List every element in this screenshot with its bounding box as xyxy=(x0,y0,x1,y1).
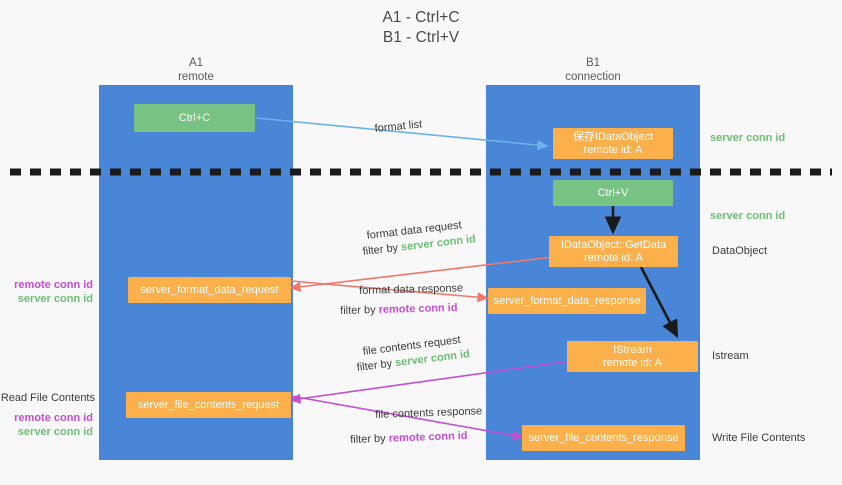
right-label-server-conn-id-mid-text: server conn id xyxy=(710,210,786,222)
diagram-title: A1 - Ctrl+C B1 - Ctrl+V xyxy=(0,8,842,48)
column-header-b1: B1 connection xyxy=(513,57,673,84)
edge-label-file-contents-response-filter: filter by remote conn id xyxy=(350,429,468,448)
column-header-a1-sub: remote xyxy=(178,70,214,83)
right-label-istream-text: Istream xyxy=(712,350,749,362)
node-ctrl-v-label: Ctrl+V xyxy=(597,186,629,199)
filter-key-remote-conn-id: remote conn id xyxy=(378,301,458,316)
node-server-format-data-request-label: server_format_data_request xyxy=(140,283,279,296)
right-label-server-conn-id-mid: server conn id xyxy=(710,209,785,224)
edge-label-format-data-response-filter: filter by remote conn id xyxy=(340,301,458,319)
node-istream-line2: remote id: A xyxy=(603,356,662,369)
filter-prefix: filter by xyxy=(356,357,396,374)
right-label-istream: Istream xyxy=(712,349,749,364)
left-label-server-conn-id-1: server conn id xyxy=(0,292,99,307)
node-server-file-contents-request[interactable]: server_file_contents_request xyxy=(126,392,291,418)
left-label-server-conn-id-1-text: server conn id xyxy=(17,293,93,305)
column-header-b1-sub: connection xyxy=(565,70,621,83)
right-label-server-conn-id-top-text: server conn id xyxy=(710,132,786,144)
node-server-file-contents-request-label: server_file_contents_request xyxy=(137,398,280,411)
node-server-file-contents-response[interactable]: server_file_contents_response xyxy=(522,425,685,451)
node-ctrl-c-label: Ctrl+C xyxy=(178,111,211,124)
left-label-read-file-contents-text: Read File Contents xyxy=(0,392,95,404)
right-label-write-file-contents-text: Write File Contents xyxy=(712,432,806,444)
filter-prefix: filter by xyxy=(340,303,379,317)
node-save-idataobject-line1: 保存IDataObject xyxy=(572,130,654,143)
column-header-a1: A1 remote xyxy=(116,57,276,84)
node-istream-line1: IStream xyxy=(613,343,652,356)
filter-prefix: filter by xyxy=(362,241,402,258)
filter-key-remote-conn-id: remote conn id xyxy=(388,429,468,445)
edge-label-format-list-text: format list xyxy=(374,118,423,135)
node-save-idataobject-line2: remote id: A xyxy=(583,143,643,156)
left-label-server-conn-id-2-text: server conn id xyxy=(17,426,93,438)
node-server-format-data-response-label: server_format_data_response xyxy=(493,294,641,307)
node-idataobject-getdata[interactable]: IDataObject::GetData remote id: A xyxy=(549,236,678,267)
edge-label-format-list: format list xyxy=(374,117,423,137)
right-label-write-file-contents: Write File Contents xyxy=(712,431,805,446)
right-label-dataobject: DataObject xyxy=(712,244,767,259)
right-label-server-conn-id-top: server conn id xyxy=(710,131,785,146)
edge-label-file-contents-response-text: file contents response xyxy=(375,405,483,421)
filter-prefix: filter by xyxy=(350,432,389,446)
node-server-format-data-request[interactable]: server_format_data_request xyxy=(128,277,291,303)
right-label-dataobject-text: DataObject xyxy=(712,245,768,257)
node-idataobject-getdata-line1: IDataObject::GetData xyxy=(560,238,667,251)
left-label-server-conn-id-2: server conn id xyxy=(0,425,99,440)
title-line-1: A1 - Ctrl+C xyxy=(382,9,460,26)
node-server-file-contents-response-label: server_file_contents_response xyxy=(528,431,679,444)
left-label-remote-conn-id-2-text: remote conn id xyxy=(14,412,93,424)
edge-label-format-data-response-text: format data response xyxy=(359,282,464,297)
node-idataobject-getdata-line2: remote id: A xyxy=(584,251,643,264)
left-label-remote-conn-id-1: remote conn id xyxy=(0,278,99,293)
node-istream[interactable]: IStream remote id: A xyxy=(567,341,698,372)
edge-label-format-data-response: format data response xyxy=(359,281,463,299)
title-line-2: B1 - Ctrl+V xyxy=(382,29,460,46)
left-label-remote-conn-id-1-text: remote conn id xyxy=(14,279,93,291)
node-server-format-data-response[interactable]: server_format_data_response xyxy=(488,288,646,314)
node-ctrl-c[interactable]: Ctrl+C xyxy=(134,104,255,132)
column-header-a1-name: A1 xyxy=(188,57,204,69)
edge-label-file-contents-response: file contents response xyxy=(375,404,482,423)
left-label-read-file-contents: Read File Contents xyxy=(0,391,99,406)
column-header-b1-name: B1 xyxy=(585,57,601,69)
left-label-remote-conn-id-2: remote conn id xyxy=(0,411,99,426)
node-ctrl-v[interactable]: Ctrl+V xyxy=(553,180,673,206)
node-save-idataobject[interactable]: 保存IDataObject remote id: A xyxy=(553,128,673,159)
